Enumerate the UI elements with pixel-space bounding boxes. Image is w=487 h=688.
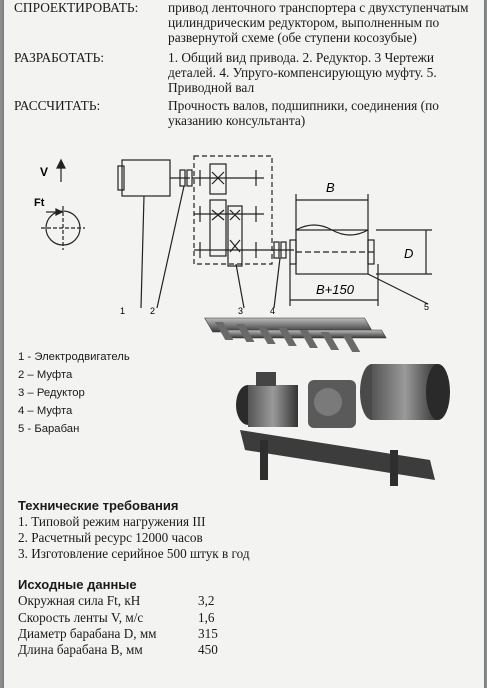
- legend-item: 1 - Электродвигатель: [18, 351, 130, 363]
- requirement-item: 1. Типовой режим нагружения III: [18, 514, 206, 529]
- data-label: Диаметр барабана D, мм: [18, 625, 157, 641]
- data-row: Диаметр барабана D, мм 315: [18, 625, 218, 642]
- d-label: D: [404, 246, 413, 261]
- data-value: 450: [198, 642, 218, 658]
- b-label: B: [326, 180, 335, 195]
- data-value: 3,2: [198, 593, 215, 609]
- requirement-item: 2. Расчетный ресурс 12000 часов: [18, 530, 203, 545]
- f-label: Ft: [34, 197, 45, 209]
- b150-label: B+150: [316, 282, 355, 297]
- kinematic-schematic: V Ft B D B+150 1 2 3 4 5: [34, 155, 432, 316]
- data-value: 1,6: [198, 609, 215, 625]
- technical-requirements: Технические требования 1. Типовой режим …: [18, 498, 250, 562]
- data-row: Скорость ленты V, м/с 1,6: [18, 609, 214, 626]
- data-label: Длина барабана B, мм: [18, 642, 143, 658]
- data-row: Длина барабана B, мм 450: [18, 642, 218, 658]
- data-label: Скорость ленты V, м/с: [18, 609, 144, 625]
- design-label: СПРОЕКТИРОВАТЬ:: [14, 0, 139, 15]
- legend-item: 4 – Муфта: [18, 405, 73, 417]
- parts-legend: 1 - Электродвигатель 2 – Муфта 3 – Редук…: [18, 348, 130, 438]
- data-row: Окружная сила Ft, кН 3,2: [18, 593, 214, 609]
- develop-label: РАЗРАБОТАТЬ:: [14, 50, 105, 65]
- requirement-item: 3. Изготовление серийное 500 штук в год: [18, 546, 250, 561]
- design-text: привод ленточного транспортера с двухсту…: [168, 0, 469, 45]
- data-label: Окружная сила Ft, кН: [18, 593, 141, 609]
- callout-1: 1: [120, 306, 125, 316]
- callout-5: 5: [424, 302, 429, 312]
- calc-text: Прочность валов, подшипники, соединения …: [168, 98, 439, 128]
- callout-3: 3: [238, 306, 243, 316]
- document-sheet: СПРОЕКТИРОВАТЬ: привод ленточного трансп…: [4, 0, 484, 688]
- v-label: V: [40, 165, 48, 179]
- legend-item: 5 - Барабан: [18, 423, 80, 435]
- data-value: 315: [198, 625, 218, 641]
- calc-label: РАССЧИТАТЬ:: [14, 98, 101, 113]
- develop-text: 1. Общий вид привода. 2. Редуктор. 3 Чер…: [168, 50, 437, 95]
- initial-data-title: Исходные данные: [18, 577, 137, 592]
- callout-4: 4: [270, 306, 275, 316]
- initial-data: Исходные данные Окружная сила Ft, кН 3,2…: [18, 577, 218, 658]
- requirements-title: Технические требования: [18, 498, 179, 513]
- drive-photo: [204, 317, 450, 486]
- callout-2: 2: [150, 306, 155, 316]
- legend-item: 3 – Редуктор: [18, 387, 85, 399]
- legend-item: 2 – Муфта: [18, 369, 73, 381]
